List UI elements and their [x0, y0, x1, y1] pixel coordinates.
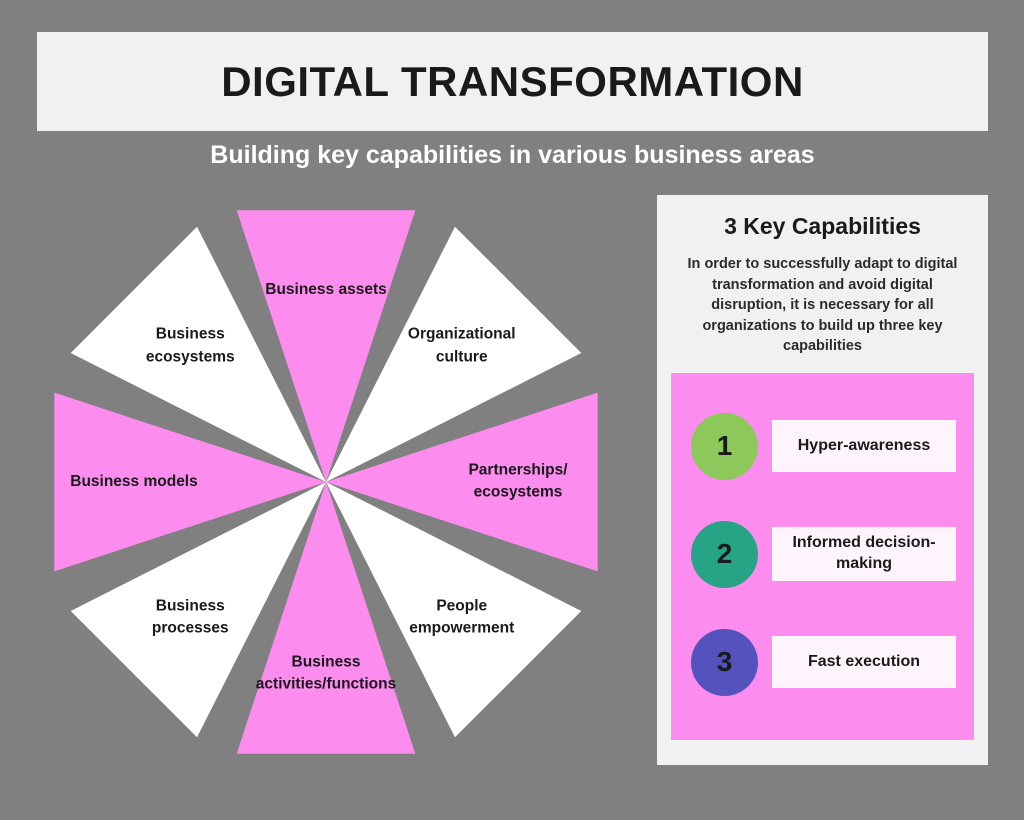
page-subtitle: Building key capabilities in various bus… [210, 141, 815, 169]
wheel-segment[interactable] [70, 482, 326, 738]
capability-number-badge: 1 [691, 412, 758, 480]
wheel-segment[interactable] [326, 226, 582, 482]
wheel-segment[interactable] [236, 482, 416, 754]
wheel-segment[interactable] [236, 210, 416, 483]
wheel-segment[interactable] [54, 392, 327, 572]
pinwheel-svg [54, 210, 598, 754]
wheel-segment[interactable] [326, 482, 582, 738]
capability-label: Fast execution [772, 636, 956, 688]
capability-row[interactable]: 2 Informed decision-making [671, 520, 974, 588]
capability-panel: 3 Key Capabilities In order to successfu… [657, 195, 988, 765]
wheel-segments [54, 210, 598, 754]
panel-heading: 3 Key Capabilities [724, 213, 921, 239]
capability-number-badge: 3 [691, 628, 758, 696]
capability-list: 1 Hyper-awareness 2 Informed decision-makin… [671, 373, 974, 740]
capability-number-badge: 2 [691, 520, 758, 588]
capability-row[interactable]: 3 Fast execution [671, 628, 974, 696]
capability-label: Hyper-awareness [772, 420, 956, 472]
title-bar: DIGITAL TRANSFORMATION [37, 32, 988, 131]
panel-description: In order to successfully adapt to digita… [687, 256, 958, 355]
capability-label: Informed decision-making [772, 527, 956, 581]
wheel-segment[interactable] [326, 392, 598, 572]
wheel-segment[interactable] [70, 226, 326, 482]
page-title: DIGITAL TRANSFORMATION [221, 57, 804, 105]
capability-row[interactable]: 1 Hyper-awareness [671, 412, 974, 480]
